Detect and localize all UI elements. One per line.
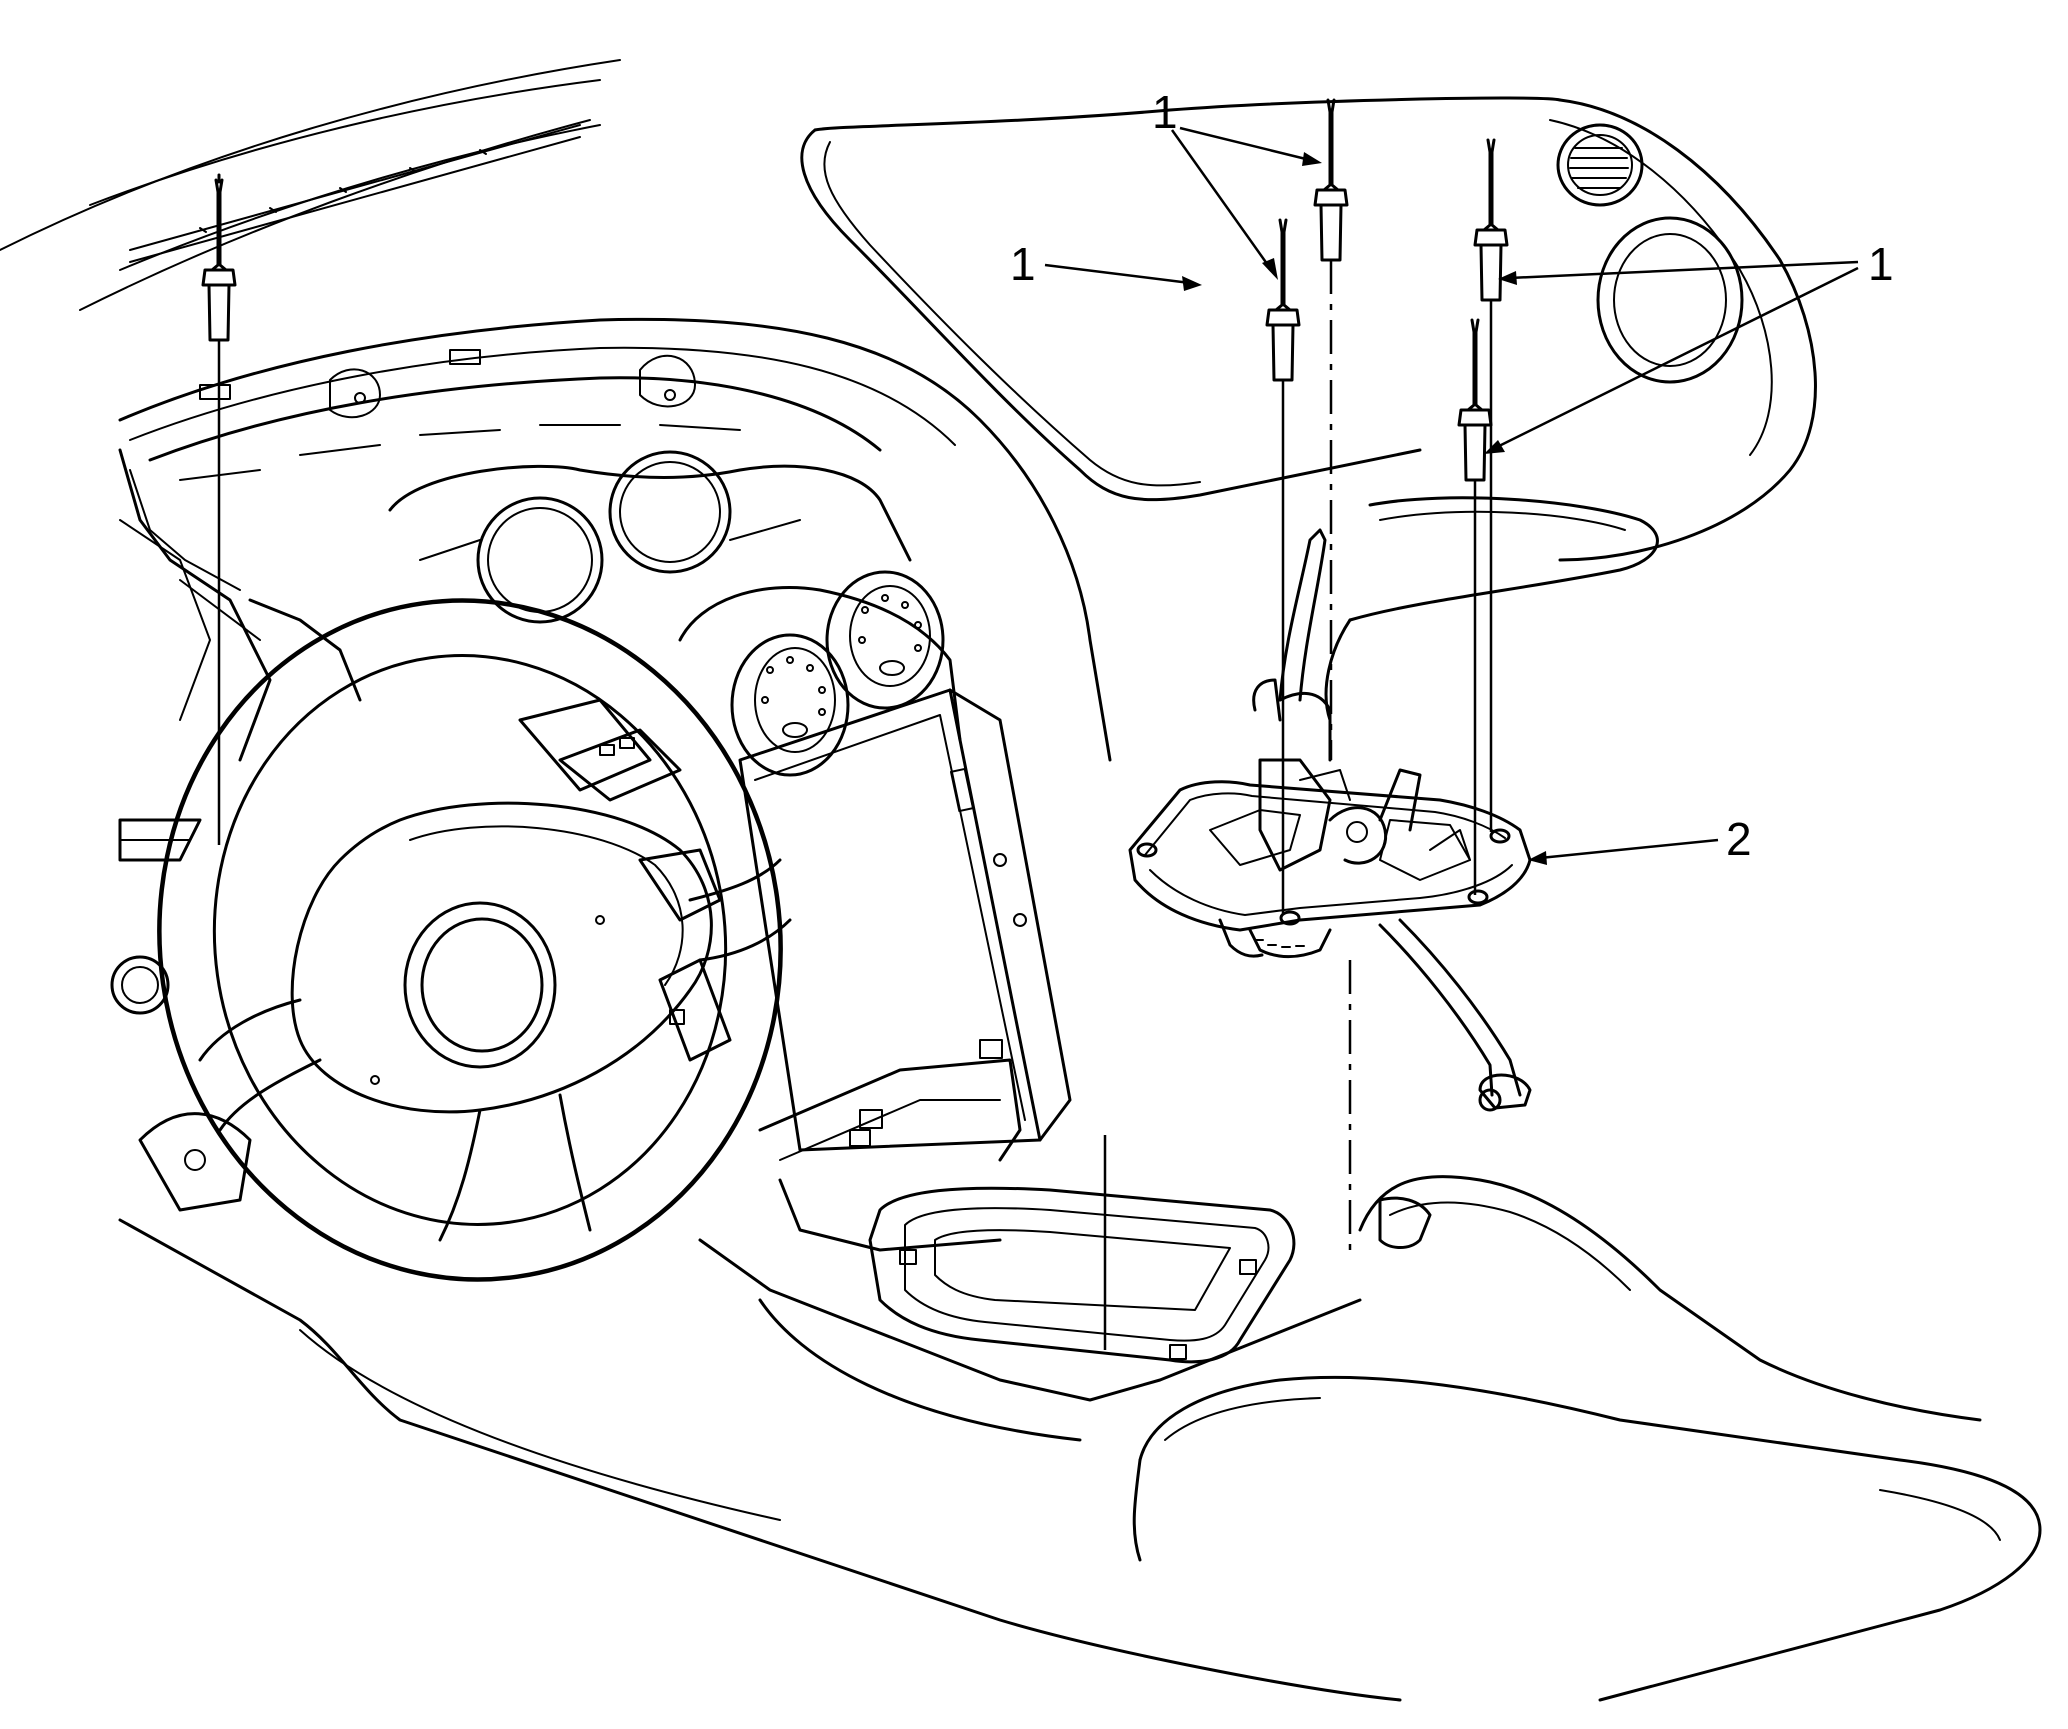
left-vent [110, 818, 252, 1212]
rivet-c [1313, 98, 1349, 262]
rivet-b [1265, 218, 1301, 382]
rivet-a [201, 173, 237, 342]
rivet-e [1457, 318, 1493, 482]
rivet-d [1473, 138, 1509, 302]
center-stack [738, 688, 1072, 1152]
callout-1-top: 1 [1152, 86, 1178, 138]
callout-leaders [1044, 126, 1859, 865]
callout-2: 2 [1726, 813, 1752, 865]
door-speaker [1596, 216, 1744, 384]
callout-labels: 1 1 1 2 [1010, 86, 1894, 865]
instrument-cluster [388, 450, 912, 624]
steering-wheel [157, 598, 792, 1282]
windshield-lines [0, 59, 621, 311]
steering-column [518, 698, 732, 1062]
door-air-vent [1556, 123, 1644, 207]
lower-dash [758, 1058, 1022, 1252]
callout-1-right: 1 [1868, 238, 1894, 290]
rivets [201, 98, 1509, 482]
floor-console [118, 1175, 2042, 1702]
door-panel [800, 96, 1817, 722]
assembly-lines [217, 260, 1493, 1350]
hvac-controls [678, 570, 962, 777]
instrument-panel [118, 317, 1112, 762]
callout-1-left: 1 [1010, 238, 1036, 290]
shifter-assembly [1128, 528, 1532, 1112]
